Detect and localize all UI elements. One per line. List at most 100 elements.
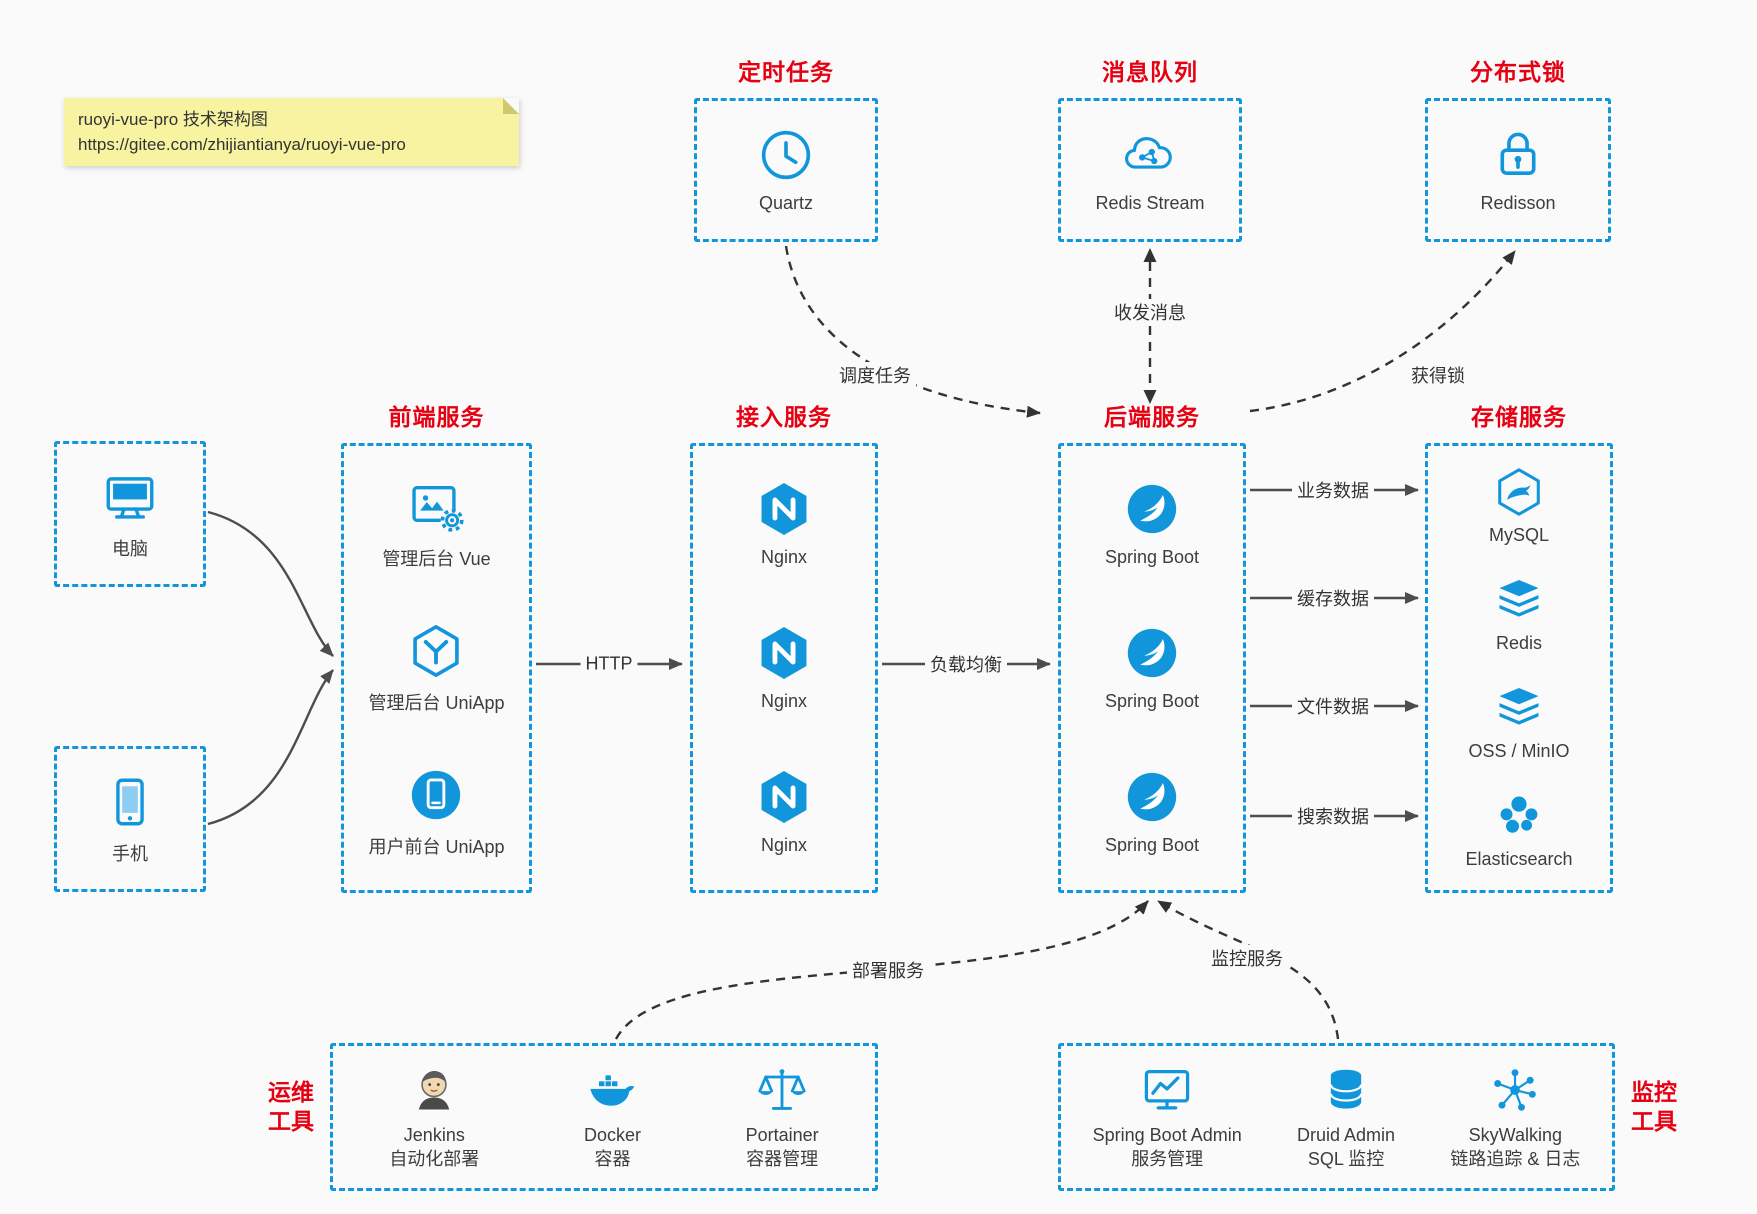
- edge-label-monitor: 监控服务: [1206, 945, 1288, 971]
- node-desc: 服务管理: [1131, 1148, 1204, 1169]
- cloud-network-icon: [1121, 126, 1179, 184]
- node-portainer: Portainer 容器管理: [746, 1064, 819, 1171]
- node-name: Docker: [583, 1124, 641, 1145]
- phone-icon: [101, 773, 159, 831]
- node-computer: 电脑: [101, 468, 159, 561]
- title-message-queue: 消息队列: [1102, 59, 1198, 85]
- node-label: Redis Stream: [1095, 193, 1205, 213]
- docker-icon: [586, 1064, 638, 1116]
- node-label: Redisson: [1480, 193, 1556, 213]
- node-label: OSS / MinIO: [1468, 741, 1570, 761]
- node-label: Nginx: [760, 835, 808, 855]
- node-redisson: Redisson: [1480, 126, 1556, 214]
- monitor-title-line2: 工具: [1631, 1108, 1677, 1134]
- node-label: 电脑: [112, 538, 148, 559]
- node-label: 管理后台 UniApp: [368, 692, 505, 713]
- node-quartz: Quartz: [757, 126, 815, 214]
- storage-services-box: MySQL Redis OSS / MinIO Elasticsearch: [1425, 443, 1613, 893]
- node-desc: 容器管理: [746, 1148, 819, 1169]
- node-name: Druid Admin: [1297, 1124, 1396, 1145]
- lock-icon: [1489, 126, 1547, 184]
- node-redis-stream: Redis Stream: [1095, 126, 1205, 214]
- scheduled-tasks-box: Quartz: [694, 98, 878, 242]
- monitor-tools-title: 监控 工具: [1631, 1078, 1677, 1136]
- monitor-tools-box: Spring Boot Admin 服务管理 Druid Admin SQL 监…: [1058, 1043, 1615, 1191]
- ops-tools-box: Jenkins 自动化部署 Docker 容器 Portainer 容器管理: [330, 1043, 878, 1191]
- node-name: SkyWalking: [1468, 1124, 1563, 1145]
- oss-minio-stack-icon: [1493, 682, 1545, 734]
- title-distributed-lock: 分布式锁: [1470, 59, 1566, 85]
- jenkins-icon: [408, 1064, 460, 1116]
- title-scheduled-tasks: 定时任务: [738, 59, 834, 85]
- node-label: 管理后台 Vue: [382, 548, 491, 569]
- node-skywalking: SkyWalking 链路追踪 & 日志: [1450, 1064, 1580, 1171]
- node-name: Portainer: [745, 1124, 819, 1145]
- spring-boot-icon: [1123, 768, 1181, 826]
- node-phone: 手机: [101, 773, 159, 866]
- node-label: Nginx: [760, 691, 808, 711]
- user-uniapp-icon: [407, 766, 465, 824]
- frontend-services-box: 管理后台 Vue 管理后台 UniApp 用户前台 UniApp: [341, 443, 532, 893]
- edge-label-message: 收发消息: [1109, 299, 1191, 325]
- title-storage-services: 存储服务: [1471, 404, 1567, 430]
- node-admin-uniapp: 管理后台 UniApp: [368, 622, 505, 715]
- node-label: Quartz: [758, 193, 814, 213]
- ops-title-line1: 运维: [268, 1079, 314, 1105]
- clock-icon: [757, 126, 815, 184]
- node-mysql: MySQL: [1489, 466, 1549, 546]
- node-label: Nginx: [760, 547, 808, 567]
- node-desc: 容器: [594, 1148, 631, 1169]
- sticky-note: ruoyi-vue-pro 技术架构图 https://gitee.com/zh…: [64, 98, 519, 166]
- computer-icon: [101, 468, 159, 526]
- nginx-icon: [755, 768, 813, 826]
- client-phone-box: 手机: [54, 746, 206, 892]
- mysql-icon: [1493, 466, 1545, 518]
- uniapp-hexagon-icon: [407, 622, 465, 680]
- node-user-uniapp: 用户前台 UniApp: [368, 766, 505, 859]
- edge-label-schedule: 调度任务: [834, 362, 916, 388]
- node-label: 用户前台 UniApp: [368, 836, 505, 857]
- druid-database-icon: [1320, 1064, 1372, 1116]
- backend-services-box: Spring Boot Spring Boot Spring Boot: [1058, 443, 1246, 893]
- node-elasticsearch: Elasticsearch: [1465, 790, 1573, 870]
- node-oss-minio: OSS / MinIO: [1468, 682, 1570, 762]
- nginx-icon: [755, 480, 813, 538]
- node-spring-boot-admin: Spring Boot Admin 服务管理: [1093, 1064, 1242, 1171]
- node-label: Spring Boot: [1104, 547, 1200, 567]
- spring-boot-icon: [1123, 480, 1181, 538]
- ops-title-line2: 工具: [268, 1108, 314, 1134]
- note-url: https://gitee.com/zhijiantianya/ruoyi-vu…: [78, 135, 406, 154]
- node-spring-boot-3: Spring Boot: [1105, 768, 1199, 856]
- node-nginx-2: Nginx: [755, 624, 813, 712]
- node-spring-boot-2: Spring Boot: [1105, 624, 1199, 712]
- edge-label-get-lock: 获得锁: [1406, 362, 1470, 388]
- distributed-lock-box: Redisson: [1425, 98, 1611, 242]
- node-label: Elasticsearch: [1465, 849, 1573, 869]
- node-desc: 链路追踪 & 日志: [1450, 1148, 1581, 1169]
- nginx-icon: [755, 624, 813, 682]
- redis-stack-icon: [1493, 574, 1545, 626]
- client-computer-box: 电脑: [54, 441, 206, 587]
- edge-label-file-data: 文件数据: [1292, 693, 1374, 719]
- node-nginx-1: Nginx: [755, 480, 813, 568]
- elasticsearch-icon: [1493, 790, 1545, 842]
- node-label: 手机: [112, 843, 148, 864]
- title-frontend-services: 前端服务: [388, 404, 485, 430]
- edge-label-deploy: 部署服务: [847, 957, 929, 983]
- node-name: Jenkins: [403, 1124, 465, 1145]
- admin-vue-icon: [408, 478, 466, 536]
- edge-label-http: HTTP: [580, 653, 638, 675]
- edge-label-search-data: 搜索数据: [1292, 803, 1374, 829]
- title-gateway-services: 接入服务: [736, 404, 832, 430]
- spring-boot-icon: [1123, 624, 1181, 682]
- node-docker: Docker 容器: [584, 1064, 641, 1171]
- node-label: MySQL: [1488, 525, 1549, 545]
- node-redis: Redis: [1493, 574, 1545, 654]
- edge-label-cache-data: 缓存数据: [1292, 585, 1374, 611]
- edge-label-load-balance: 负载均衡: [925, 651, 1007, 677]
- title-backend-services: 后端服务: [1104, 404, 1200, 430]
- node-spring-boot-1: Spring Boot: [1105, 480, 1199, 568]
- message-queue-box: Redis Stream: [1058, 98, 1242, 242]
- spring-boot-admin-icon: [1141, 1064, 1193, 1116]
